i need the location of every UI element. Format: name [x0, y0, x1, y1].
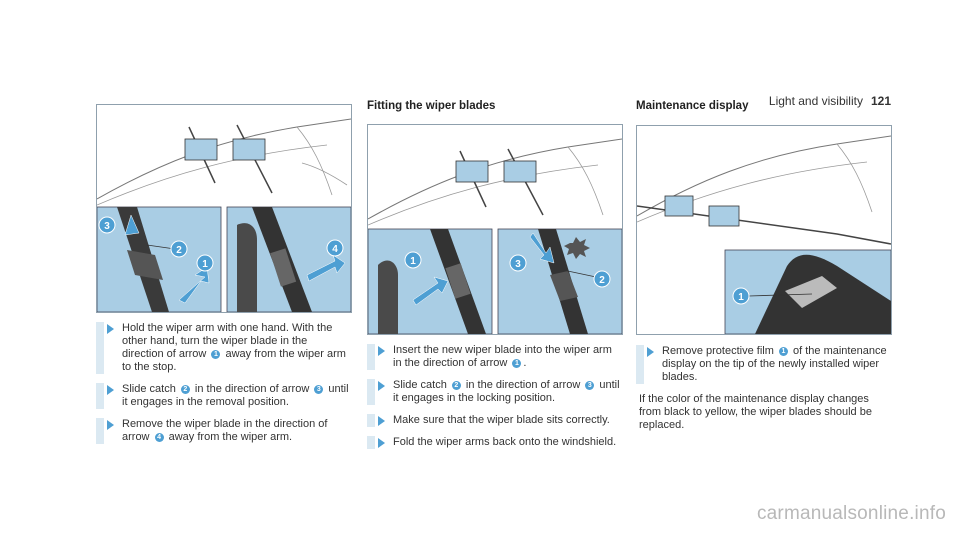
- step-text: Slide catch 2 in the direction of arrow …: [393, 379, 620, 404]
- triangle-bullet-icon: [378, 416, 385, 426]
- figure-maintenance-display: 1: [636, 125, 892, 335]
- svg-text:2: 2: [176, 245, 182, 256]
- svg-text:1: 1: [202, 259, 208, 270]
- steps-list: Insert the new wiper blade into the wipe…: [367, 344, 621, 458]
- step-item: Slide catch 2 in the direction of arrow …: [96, 383, 350, 409]
- triangle-bullet-icon: [107, 420, 114, 430]
- step-item: Slide catch 2 in the direction of arrow …: [367, 379, 621, 405]
- triangle-bullet-icon: [107, 324, 114, 334]
- callout-ref: 4: [154, 433, 164, 442]
- callout-ref: 3: [585, 381, 595, 390]
- callout-ref: 1: [778, 347, 788, 356]
- svg-text:1: 1: [738, 292, 744, 303]
- step-text: Slide catch 2 in the direction of arrow …: [122, 383, 349, 408]
- triangle-bullet-icon: [378, 438, 385, 448]
- section-heading: Fitting the wiper blades: [367, 100, 496, 112]
- triangle-bullet-icon: [647, 347, 654, 357]
- figure-fit-wiper-blade: 1 3 2: [367, 124, 623, 335]
- callout-1: 1: [196, 254, 214, 272]
- steps-list: Hold the wiper arm with one hand. With t…: [96, 322, 350, 453]
- callout-ref: 2: [180, 385, 190, 394]
- step-text: Hold the wiper arm with one hand. With t…: [122, 322, 346, 373]
- step-item: Insert the new wiper blade into the wipe…: [367, 344, 621, 370]
- step-item: Fold the wiper arms back onto the windsh…: [367, 436, 621, 449]
- figure-fit-illustration: 1 3 2: [368, 138, 622, 334]
- callout-ref: 1: [512, 359, 522, 368]
- step-text: Fold the wiper arms back onto the windsh…: [393, 436, 617, 448]
- triangle-bullet-icon: [378, 381, 385, 391]
- callout-3: 3: [509, 254, 527, 272]
- figure-remove-illustration: 3 2 1 4: [97, 118, 351, 312]
- step-text: Insert the new wiper blade into the wipe…: [393, 344, 612, 369]
- section-title: Light and visibility: [768, 94, 863, 108]
- maintenance-note: If the color of the maintenance display …: [639, 393, 872, 431]
- triangle-bullet-icon: [107, 385, 114, 395]
- callout-1: 1: [732, 287, 750, 305]
- callout-ref: 1: [211, 350, 221, 359]
- triangle-bullet-icon: [378, 346, 385, 356]
- watermark: carmanualsonline.info: [756, 503, 946, 524]
- callout-ref: 3: [314, 385, 324, 394]
- callout-3: 3: [98, 216, 116, 234]
- steps-list: Remove protective film 1 of the maintena…: [636, 345, 890, 432]
- callout-1: 1: [404, 251, 422, 269]
- callout-4: 4: [326, 239, 344, 257]
- svg-text:3: 3: [104, 221, 110, 232]
- svg-text:3: 3: [515, 259, 521, 270]
- svg-text:1: 1: [410, 256, 416, 267]
- step-item: Remove the wiper blade in the direction …: [96, 418, 350, 444]
- page-header: Light and visibility 121: [769, 94, 891, 108]
- figure-maintenance-illustration: 1: [637, 135, 891, 334]
- step-item: Hold the wiper arm with one hand. With t…: [96, 322, 350, 374]
- step-text: Remove protective film 1 of the maintena…: [662, 345, 887, 383]
- step-text: Make sure that the wiper blade sits corr…: [393, 414, 610, 426]
- figure-remove-wiper-blade: 3 2 1 4: [96, 104, 352, 313]
- svg-text:4: 4: [332, 244, 338, 255]
- svg-text:2: 2: [599, 275, 605, 286]
- page-number: 121: [870, 94, 891, 108]
- section-heading: Maintenance display: [636, 100, 749, 112]
- callout-2: 2: [593, 270, 611, 288]
- step-item: Make sure that the wiper blade sits corr…: [367, 414, 621, 427]
- callout-2: 2: [170, 240, 188, 258]
- step-item: Remove protective film 1 of the maintena…: [636, 345, 890, 384]
- callout-ref: 2: [451, 381, 461, 390]
- step-text: Remove the wiper blade in the direction …: [122, 418, 328, 443]
